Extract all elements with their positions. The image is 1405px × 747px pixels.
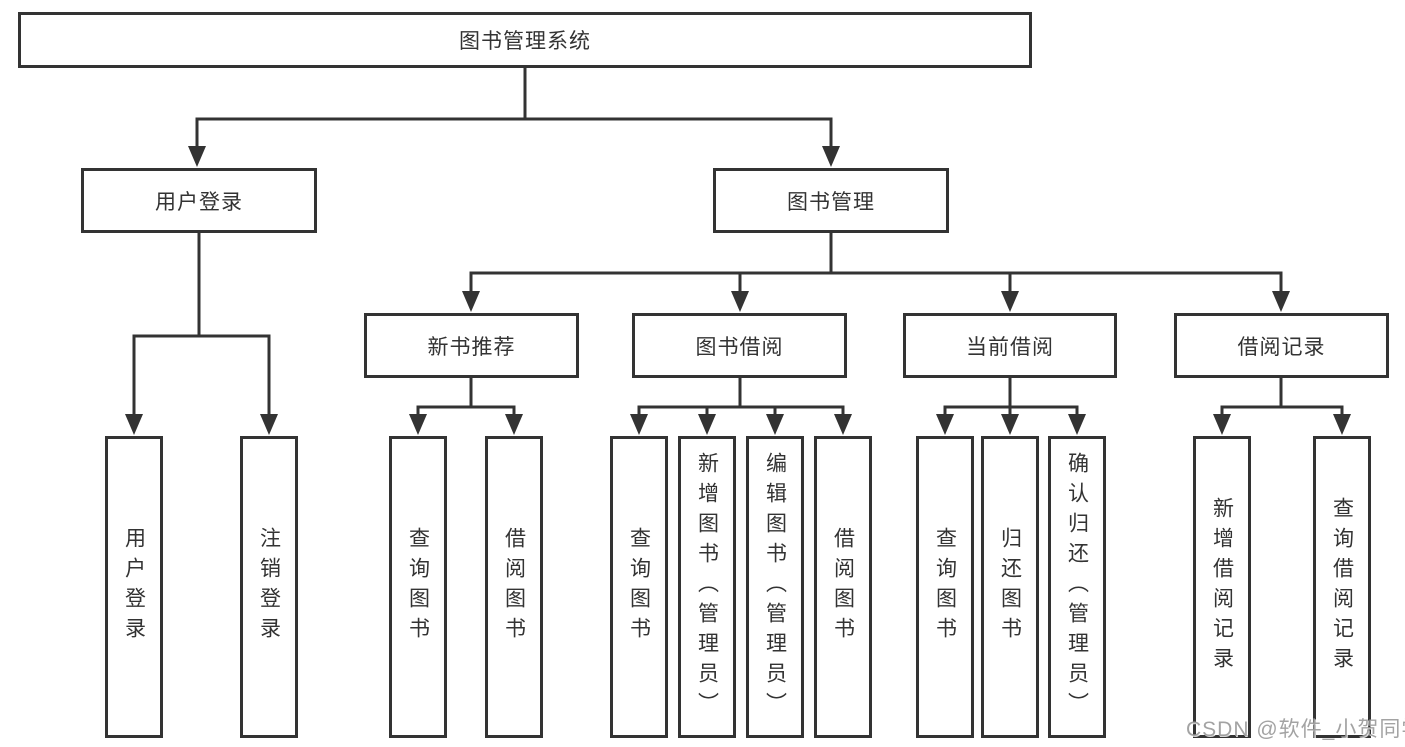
leaf-borrow-books-2: 借阅图书 bbox=[814, 436, 872, 738]
arrowheads-level3 bbox=[462, 291, 1290, 312]
node-book-management: 图书管理 bbox=[713, 168, 949, 233]
leaf-logout: 注销登录 bbox=[240, 436, 298, 738]
leaf-borrow-books-1: 借阅图书 bbox=[485, 436, 543, 738]
leaf-confirm-return-admin-label: 确认归还（管理员） bbox=[1065, 452, 1089, 722]
leaf-return-book-label: 归还图书 bbox=[998, 527, 1022, 647]
leaf-add-book-admin: 新增图书（管理员） bbox=[678, 436, 736, 738]
leaf-query-books-1: 查询图书 bbox=[389, 436, 447, 738]
node-current-borrow: 当前借阅 bbox=[903, 313, 1117, 378]
leaf-add-borrow-record-label: 新增借阅记录 bbox=[1210, 497, 1234, 677]
watermark: CSDN @软件_小贺同学 bbox=[1186, 718, 1405, 741]
node-borrow-record: 借阅记录 bbox=[1174, 313, 1389, 378]
leaf-borrow-books-2-label: 借阅图书 bbox=[831, 527, 855, 647]
leaf-user-login: 用户登录 bbox=[105, 436, 163, 738]
node-root: 图书管理系统 bbox=[18, 12, 1032, 68]
node-user-login: 用户登录 bbox=[81, 168, 317, 233]
leaf-edit-book-admin-label: 编辑图书（管理员） bbox=[763, 452, 787, 722]
edge-root-to-level2 bbox=[195, 66, 833, 149]
leaf-logout-label: 注销登录 bbox=[257, 527, 281, 647]
leaf-add-borrow-record: 新增借阅记录 bbox=[1193, 436, 1251, 738]
node-book-borrow: 图书借阅 bbox=[632, 313, 847, 378]
edge-current-borrow-to-leaves bbox=[943, 376, 1079, 417]
leaf-borrow-books-1-label: 借阅图书 bbox=[502, 527, 526, 647]
edge-new-book-to-leaves bbox=[416, 376, 516, 417]
arrowheads-level2 bbox=[188, 146, 840, 167]
node-root-label: 图书管理系统 bbox=[459, 30, 591, 53]
edge-book-borrow-to-leaves bbox=[637, 376, 845, 417]
node-new-book-recommend-label: 新书推荐 bbox=[427, 335, 516, 359]
leaf-query-borrow-record: 查询借阅记录 bbox=[1313, 436, 1371, 738]
leaf-return-book: 归还图书 bbox=[981, 436, 1039, 738]
arrowheads-book-borrow bbox=[630, 414, 852, 435]
node-book-borrow-label: 图书借阅 bbox=[695, 335, 784, 359]
node-book-management-label: 图书管理 bbox=[787, 190, 875, 214]
node-user-login-label: 用户登录 bbox=[155, 190, 243, 214]
edge-book-mgmt-to-level3 bbox=[469, 231, 1283, 294]
node-borrow-record-label: 借阅记录 bbox=[1237, 335, 1326, 359]
leaf-user-login-label: 用户登录 bbox=[122, 527, 146, 647]
edge-borrow-record-to-leaves bbox=[1220, 376, 1344, 417]
leaf-query-books-2-label: 查询图书 bbox=[627, 527, 651, 647]
leaf-add-book-admin-label: 新增图书（管理员） bbox=[695, 452, 719, 722]
arrowheads-user-login bbox=[125, 414, 278, 435]
leaf-query-books-1-label: 查询图书 bbox=[406, 527, 430, 647]
arrowheads-new-book bbox=[409, 414, 523, 435]
leaf-query-books-3: 查询图书 bbox=[916, 436, 974, 738]
leaf-confirm-return-admin: 确认归还（管理员） bbox=[1048, 436, 1106, 738]
arrowheads-borrow-record bbox=[1213, 414, 1351, 435]
node-new-book-recommend: 新书推荐 bbox=[364, 313, 579, 378]
leaf-edit-book-admin: 编辑图书（管理员） bbox=[746, 436, 804, 738]
edge-user-login-to-leaves bbox=[132, 231, 271, 417]
node-current-borrow-label: 当前借阅 bbox=[966, 335, 1054, 359]
arrowheads-current-borrow bbox=[936, 414, 1086, 435]
leaf-query-books-2: 查询图书 bbox=[610, 436, 668, 738]
leaf-query-borrow-record-label: 查询借阅记录 bbox=[1330, 497, 1354, 677]
leaf-query-books-3-label: 查询图书 bbox=[933, 527, 957, 647]
